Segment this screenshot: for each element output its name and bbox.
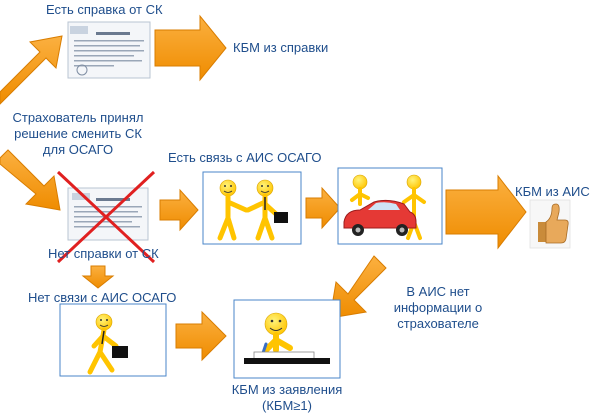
writing-person-icon: [244, 312, 330, 364]
label-no-certificate: Нет справки от СК: [48, 246, 159, 261]
red-car-people-icon: [343, 174, 426, 240]
crossed-certificate-icon: [56, 170, 156, 264]
certificate-document-icon: [67, 21, 151, 79]
arrow-to-ais-link: [159, 188, 199, 232]
label-kbm-from-application-line1: КБМ из заявления: [231, 382, 343, 397]
handshake-people-icon: [217, 179, 288, 241]
label-decision: Страхователь принял решение сменить СК д…: [8, 110, 148, 158]
label-has-certificate: Есть справка от СК: [46, 2, 163, 17]
label-decision-line1: Страхователь принял: [12, 110, 144, 125]
label-kbm-from-application: КБМ из заявления (КБМ≥1): [222, 382, 352, 414]
label-ais-no-info-line2: информации о: [393, 300, 483, 315]
arrow-to-kbm-certificate: [154, 14, 227, 82]
label-has-ais-link: Есть связь с АИС ОСАГО: [168, 150, 322, 165]
thumbs-up-icon: [529, 199, 571, 249]
walking-person-briefcase-icon: [87, 313, 128, 375]
arrow-down-to-crossed-certificate: [0, 149, 61, 211]
label-ais-no-info: В АИС нет информации о страхователе: [378, 284, 498, 332]
arrow-handshake-to-car: [305, 186, 341, 230]
arrow-walker-to-writer: [175, 310, 227, 362]
arrow-no-info-to-application: [329, 255, 387, 319]
label-kbm-from-certificate: КБМ из справки: [233, 40, 329, 55]
walker-panel: [59, 303, 167, 377]
label-decision-line3: для ОСАГО: [42, 142, 114, 157]
label-kbm-from-application-line2: (КБМ≥1): [262, 398, 312, 413]
label-decision-line2: решение сменить СК: [14, 126, 142, 141]
arrow-down-to-no-link: [81, 265, 115, 289]
arrow-to-kbm-ais: [445, 174, 527, 250]
label-ais-no-info-line3: страхователе: [397, 316, 479, 331]
label-no-ais-link: Нет связи с АИС ОСАГО: [28, 290, 177, 305]
arrow-up-to-certificate: [0, 35, 63, 105]
label-ais-no-info-line1: В АИС нет: [406, 284, 470, 299]
label-kbm-from-ais: КБМ из АИС: [515, 184, 590, 199]
writer-panel: [233, 299, 341, 379]
